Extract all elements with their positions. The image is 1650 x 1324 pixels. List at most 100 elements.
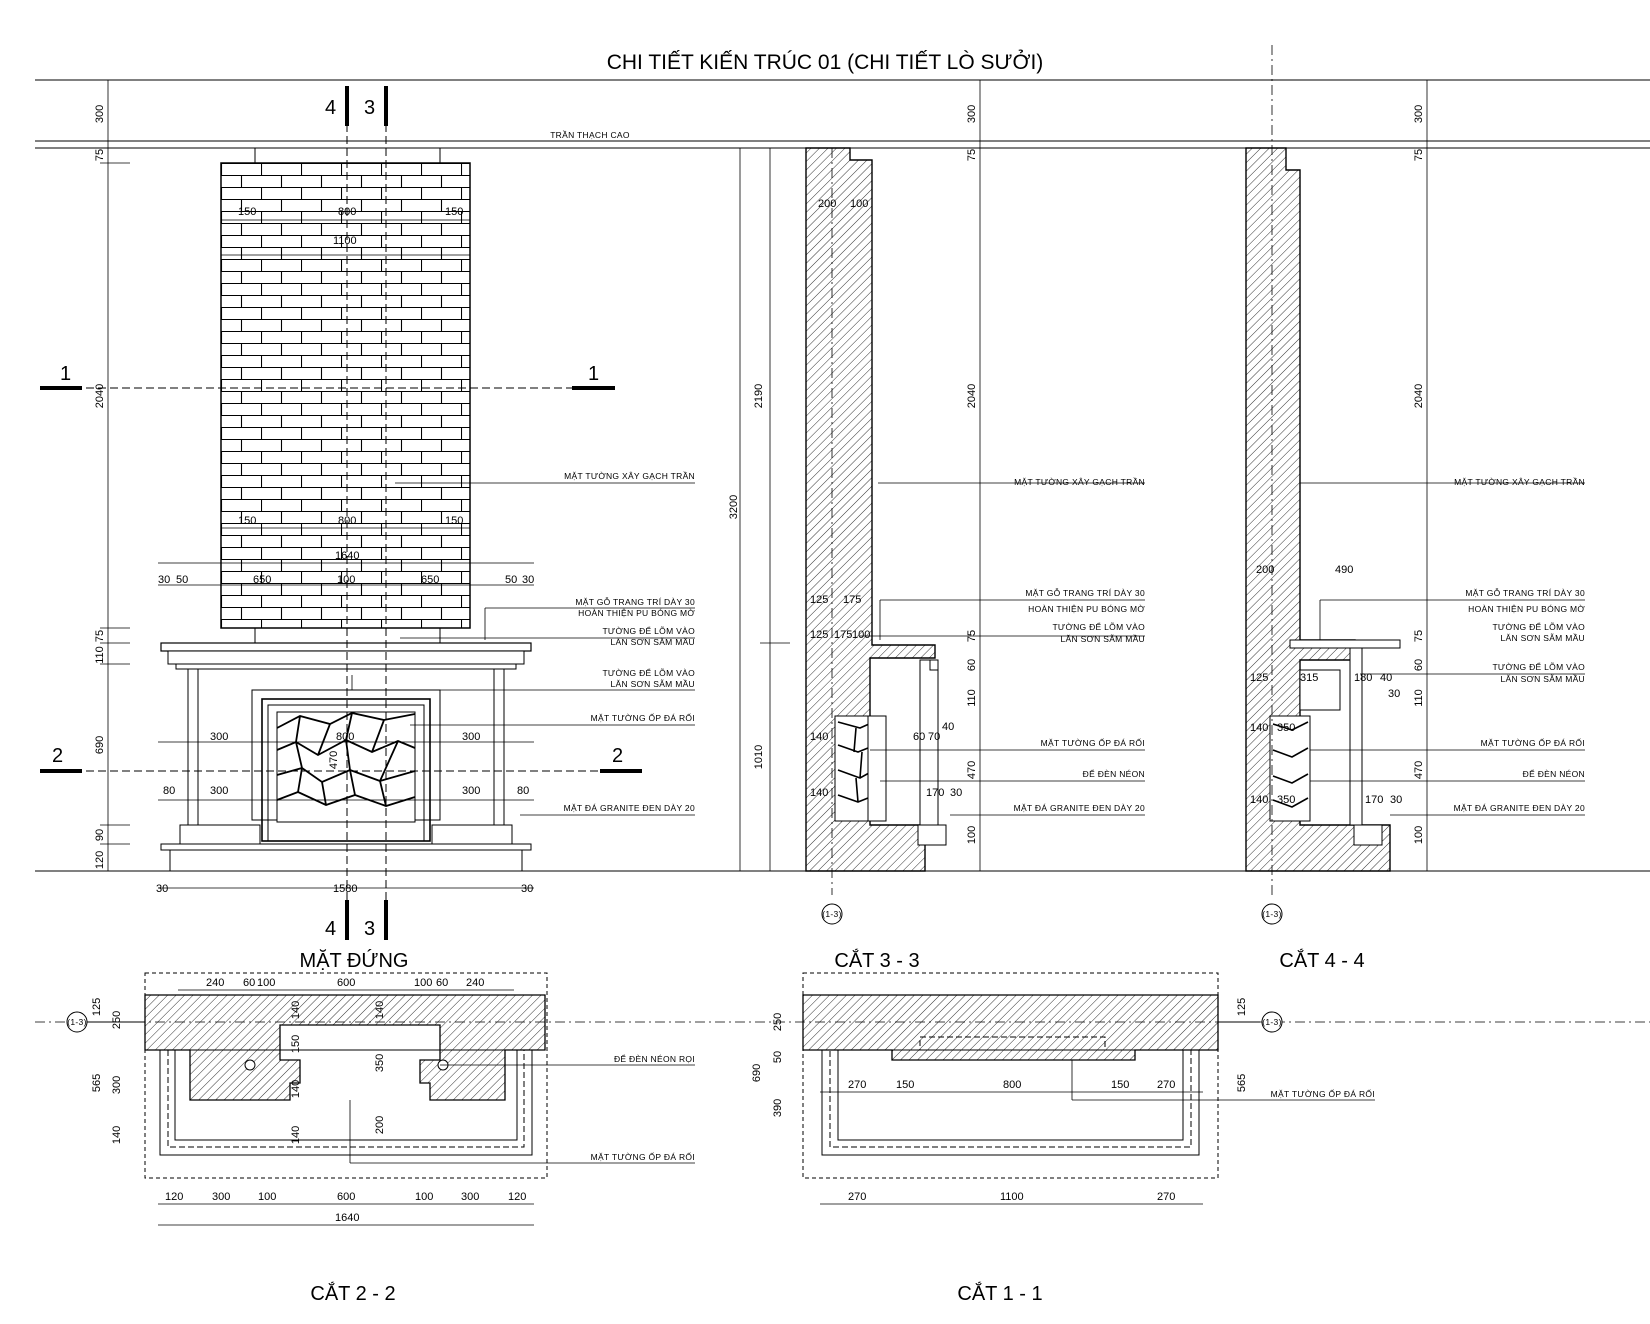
- wall-section-hatch: [1245, 147, 1391, 872]
- dim-label: 300: [1413, 105, 1425, 123]
- dim-label: 1100: [1000, 1191, 1024, 1203]
- note-dark-paint: LĂN SƠN SẪM MẦU: [1500, 673, 1585, 684]
- dim-label: 300: [210, 731, 228, 743]
- dim-label: 100: [414, 977, 432, 989]
- note-pu-finish: HOÀN THIỆN PU BÓNG MỜ: [578, 608, 695, 618]
- elevation-leaders: [351, 482, 695, 816]
- dim-label: 140: [810, 787, 828, 799]
- dim-label: 150: [445, 515, 463, 527]
- note-recess-wall: TƯỜNG ĐỂ LÕM VÀO: [1052, 621, 1145, 632]
- dim-label: 60: [436, 977, 448, 989]
- view-title-elevation: MẶT ĐỨNG: [300, 949, 409, 972]
- dim-label: 1640: [335, 1212, 359, 1224]
- ceiling-label: TRẦN THẠCH CAO: [550, 130, 630, 140]
- dim-label: 50: [772, 1051, 784, 1063]
- dim-label: 60: [966, 659, 978, 671]
- dim-label: 350: [374, 1054, 386, 1072]
- dim-label: 75: [1413, 630, 1425, 642]
- dim-label: 175: [834, 629, 852, 641]
- section-marks: 1 1 2 2 4 3 4 3: [52, 97, 623, 940]
- dim-label: 75: [966, 149, 978, 161]
- note-granite: MẶT ĐÁ GRANITE ĐEN DÀY 20: [564, 803, 695, 813]
- dim-label: 2040: [1413, 384, 1425, 408]
- view-title-section-2-2: CẮT 2 - 2: [310, 1281, 395, 1305]
- dim-label: 140: [810, 731, 828, 743]
- dim-label: 140: [1250, 722, 1268, 734]
- dim-label: 690: [94, 736, 106, 754]
- dim-label: 125: [810, 594, 828, 606]
- grid-bubble: [821, 903, 843, 925]
- plan-hatch: [144, 994, 546, 1101]
- grid-bubble-label: (1-3): [1262, 909, 1281, 919]
- dim-label: 70: [928, 731, 940, 743]
- dim-label: 600: [337, 977, 355, 989]
- grid-bubble: [66, 1011, 88, 1033]
- elevation-view: [160, 148, 532, 872]
- note-pu-finish: HOÀN THIỆN PU BÓNG MỜ: [1028, 604, 1145, 614]
- dim-label: 600: [337, 1191, 355, 1203]
- note-brick-wall: MẶT TƯỜNG XÂY GẠCH TRẦN: [564, 471, 695, 481]
- dim-label: 650: [253, 574, 271, 586]
- section-3-3-dims: 2190 3200 1010 200 100 300 75 2040 125 1…: [728, 105, 978, 844]
- dim-label: 125: [91, 998, 103, 1016]
- note-recess-wall: TƯỜNG ĐỂ LÕM VÀO: [1492, 661, 1585, 672]
- dim-label: 100: [415, 1191, 433, 1203]
- note-granite: MẶT ĐÁ GRANITE ĐEN DÀY 20: [1454, 803, 1585, 813]
- dim-label: 315: [1300, 672, 1318, 684]
- dim-label: 300: [111, 1076, 123, 1094]
- drawing-title: CHI TIẾT KIẾN TRÚC 01 (CHI TIẾT LÒ SƯỞI): [607, 50, 1044, 74]
- note-wood-trim: MẶT GỖ TRANG TRÍ DÀY 30: [575, 596, 695, 607]
- dim-label: 800: [338, 515, 356, 527]
- elevation-dimension-labels: 300 75 2040 75 110 690 90 120 150 800 15…: [94, 105, 534, 895]
- dim-label: 100: [852, 629, 870, 641]
- dim-label: 270: [1157, 1191, 1175, 1203]
- dim-label: 690: [751, 1064, 763, 1082]
- note-stone-plan: MẶT TƯỜNG ỐP ĐÁ RỐI: [591, 1151, 695, 1162]
- dim-label: 270: [1157, 1079, 1175, 1091]
- dim-label: 140: [290, 1080, 302, 1098]
- dim-label: 100: [257, 977, 275, 989]
- grid-bubble-label: (1-3): [1262, 1017, 1281, 1027]
- note-stone-plan: MẶT TƯỜNG ỐP ĐÁ RỐI: [1271, 1088, 1375, 1099]
- dim-label: 240: [206, 977, 224, 989]
- dim-label: 2040: [94, 384, 106, 408]
- dim-label: 270: [848, 1079, 866, 1091]
- dim-label: 150: [290, 1035, 302, 1053]
- mantel-molding: [167, 650, 525, 665]
- dim-label: 200: [1256, 564, 1274, 576]
- dim-label: 40: [1380, 672, 1392, 684]
- dim-label: 60: [913, 731, 925, 743]
- section-mark-3: 3: [364, 918, 375, 940]
- dim-label: 170: [1365, 794, 1383, 806]
- elevation-dimension-lines: [100, 80, 534, 889]
- dim-label: 140: [290, 1001, 302, 1019]
- dim-label: 350: [1277, 722, 1295, 734]
- mantel-shelf: [160, 642, 532, 652]
- dim-label: 75: [94, 149, 106, 161]
- section-1-1-dims: 270 150 800 150 270 690 250 50 390 125 5…: [751, 998, 1248, 1203]
- dim-label: 75: [94, 630, 106, 642]
- note-wood-trim: MẶT GỖ TRANG TRÍ DÀY 30: [1025, 587, 1145, 598]
- dim-label: 1010: [753, 745, 765, 769]
- dim-label: 40: [942, 721, 954, 733]
- dim-label: 350: [1277, 794, 1295, 806]
- section-4-4-view: (1-3): [1245, 45, 1585, 925]
- section-mark-1: 1: [60, 363, 71, 385]
- dim-label: 470: [966, 761, 978, 779]
- note-stone-cladding: MẶT TƯỜNG ỐP ĐÁ RỐI: [591, 712, 695, 723]
- section-1-1-plan: (1-3): [802, 972, 1375, 1205]
- grid-bubble-label: (1-3): [67, 1017, 86, 1027]
- note-brick-wall: MẶT TƯỜNG XÂY GẠCH TRẦN: [1014, 477, 1145, 487]
- dim-label: 50: [176, 574, 188, 586]
- dim-label: 30: [950, 787, 962, 799]
- wall-section-hatch: [805, 147, 936, 872]
- dim-label: 800: [338, 206, 356, 218]
- note-wood-trim: MẶT GỖ TRANG TRÍ DÀY 30: [1465, 587, 1585, 598]
- note-dark-paint: LĂN SƠN SẪM MẦU: [610, 678, 695, 689]
- note-stone-cladding: MẶT TƯỜNG ỐP ĐÁ RỐI: [1481, 737, 1585, 748]
- dim-label: 30: [1388, 688, 1400, 700]
- section-2-2-dims: 240 60 100 600 100 60 240 125 565 250 30…: [91, 977, 526, 1224]
- dim-label: 300: [462, 785, 480, 797]
- dim-label: 125: [1250, 672, 1268, 684]
- dim-label: 150: [445, 206, 463, 218]
